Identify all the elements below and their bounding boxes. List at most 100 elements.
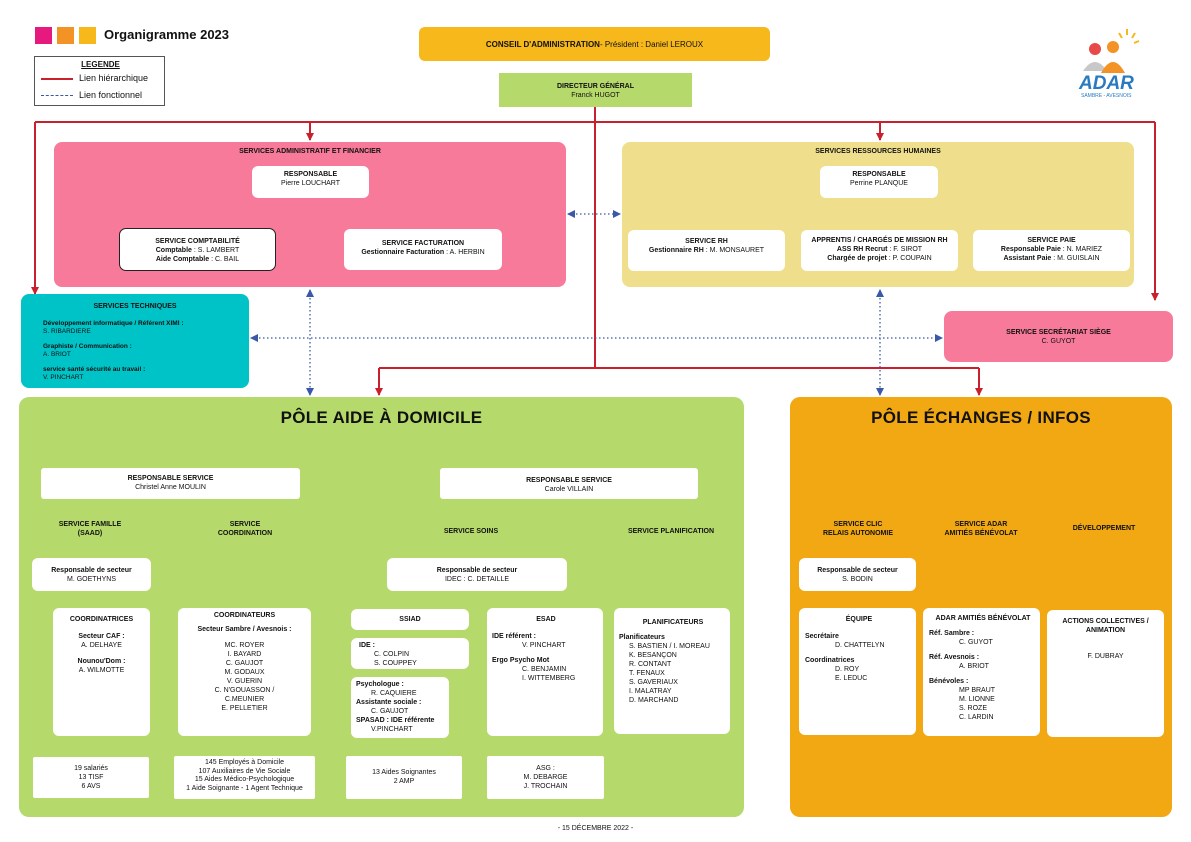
planif-name-2: R. CONTANT [629, 661, 672, 668]
b1-2: 6 AVS [81, 783, 101, 790]
actions-title-l1: ACTIONS COLLECTIVES / [1062, 618, 1149, 625]
dg-title: DIRECTEUR GÉNÉRAL [556, 83, 634, 90]
coordinateurs-name-3: M. GODAUX [224, 669, 265, 676]
ide-k: IDE : [359, 642, 375, 649]
service-famille-label: SERVICE FAMILLE (SAAD) [40, 520, 140, 538]
rs2-title: RESPONSABLE SERVICE [526, 477, 612, 484]
rsc-title: Responsable de secteur [817, 567, 898, 574]
esad-name-1: I. WITTEMBERG [522, 675, 576, 682]
compta-title: SERVICE COMPTABILITÉ [155, 238, 240, 245]
service-paie: SERVICE PAIE Responsable Paie : N. MARIE… [973, 230, 1130, 271]
pad-responsable-service-1: RESPONSABLE SERVICE Christel Anne MOULIN [41, 468, 300, 499]
legend-title: LEGENDE [81, 60, 120, 69]
coordinateurs-box: COORDINATEURS Secteur Sambre / Avesnois … [178, 608, 311, 736]
amities-name-1: M. LIONNE [959, 696, 995, 703]
ide-name-1: S. COUPPEY [374, 660, 417, 667]
amities-box: ADAR AMITIÉS BÉNÉVOLAT Réf. Sambre : C. … [923, 608, 1040, 736]
rsc-name: S. BODIN [842, 576, 873, 583]
coordinateurs-k1: Secteur Sambre / Avesnois : [197, 626, 292, 633]
esad-v1: V. PINCHART [522, 642, 566, 649]
app-v2: : P. COUPAIN [886, 255, 932, 262]
compta-k2: Aide Comptable [155, 256, 210, 263]
psy-k1: Psychologue : [356, 681, 404, 688]
b2-3: 1 Aide Soignante - 1 Agent Technique [186, 784, 303, 792]
equipe-k1: Secrétaire [805, 633, 839, 640]
coord-l1: SERVICE [229, 521, 261, 528]
rs1-name: Christel Anne MOULIN [135, 484, 206, 491]
coordinateurs-name-2: C. GAUJOT [225, 660, 264, 667]
service-planification-label: SERVICE PLANIFICATION [627, 528, 715, 535]
ssiad-psy: Psychologue : R. CAQUIERE Assistante soc… [351, 677, 449, 738]
rsf-title: Responsable de secteur [51, 567, 132, 574]
app-title: APPRENTIS / CHARGÉS DE MISSION RH [811, 237, 948, 244]
amities-k3: Bénévoles : [929, 678, 969, 685]
clic-l1: SERVICE CLIC [833, 521, 883, 528]
logo-tagline: SAMBRE - AVESNOIS [1081, 93, 1132, 99]
b2-0: 145 Employés à Domicile [205, 759, 284, 766]
ssiad-header: SSIAD [351, 609, 469, 630]
tech-l1: Développement informatique / Référent XI… [43, 320, 184, 327]
equipe-name-1: E. LEDUC [835, 675, 868, 682]
service-adar-label: SERVICE ADAR AMITIÉS BÉNÉVOLAT [926, 520, 1036, 538]
developpement-label: DÉVELOPPEMENT [1072, 525, 1136, 532]
amities-title: ADAR AMITIÉS BÉNÉVOLAT [935, 615, 1031, 622]
coord-l2: COORDINATION [217, 530, 273, 537]
legend-hier-label: Lien hiérarchique [79, 73, 149, 83]
directeur-general: DIRECTEUR GÉNÉRAL Franck HUGOT [499, 73, 692, 107]
pad-responsable-secteur-soins: Responsable de secteur IDEC : C. DETAILL… [387, 558, 567, 591]
coordinateurs-name-0: MC. ROYER [224, 642, 265, 649]
famille-l2: (SAAD) [77, 530, 103, 537]
equipe-box: ÉQUIPE Secrétaire D. CHATTELYN Coordinat… [799, 608, 916, 735]
b1-0: 19 salariés [74, 765, 108, 772]
ca-president: - Président : Daniel LEROUX [599, 39, 704, 49]
clic-l2: RELAIS AUTONOMIE [822, 530, 893, 537]
coordinateurs-name-5: C. N'GOUASSON / [214, 687, 275, 694]
rsf-name: M. GOETHYNS [66, 576, 116, 583]
equipe-v1: D. CHATTELYN [835, 642, 885, 649]
srh-title: SERVICES RESSOURCES HUMAINES [815, 148, 941, 155]
actions-title-l2: ANIMATION [1085, 627, 1126, 634]
adar-l2: AMITIÉS BÉNÉVOLAT [944, 530, 1018, 537]
amities-name-2: S. ROZE [959, 705, 988, 712]
coordinateurs-name-6: C.MEUNIER [224, 696, 265, 703]
fact-v1: : A. HERBIN [444, 249, 485, 256]
planificateurs-title: PLANIFICATEURS [642, 619, 704, 626]
psy-k3: SPASAD : IDE référente [356, 717, 435, 724]
b3-0: 13 Aides Soignantes [372, 769, 436, 776]
planif-name-5: I. MALATRAY [629, 688, 672, 695]
coordinatrices-v2: A. WILMOTTE [78, 667, 125, 674]
service-facturation: SERVICE FACTURATION Gestionnaire Factura… [344, 229, 502, 270]
effectif-esad: ASG : M. DEBARGE J. TROCHAIN [487, 756, 604, 799]
coordinateurs-name-7: E. PELLETIER [221, 705, 268, 712]
pad-responsable-secteur-famille: Responsable de secteur M. GOETHYNS [32, 558, 151, 591]
planif-name-0: S. BASTIEN / I. MOREAU [629, 643, 710, 650]
legend-func-swatch [41, 95, 73, 96]
apprentis-charges-mission: APPRENTIS / CHARGÉS DE MISSION RH ASS RH… [801, 230, 958, 271]
coordinatrices-k2: Nounou'Dom : [77, 658, 126, 665]
planif-name-6: D. MARCHAND [629, 697, 679, 704]
b3-1: 2 AMP [393, 778, 415, 785]
esad-title: ESAD [536, 616, 556, 623]
service-comptabilite: SERVICE COMPTABILITÉ Comptable : S. LAMB… [119, 228, 276, 271]
psy-v2: C. GAUJOT [371, 708, 409, 715]
actions-collectives-box: ACTIONS COLLECTIVES / ANIMATION F. DUBRA… [1047, 610, 1164, 737]
amities-k2: Réf. Avesnois : [929, 654, 980, 661]
logo-wordmark: ADAR [1079, 73, 1134, 94]
coordinatrices-v1: A. DELHAYE [81, 642, 122, 649]
compta-v2: : C. BAIL [209, 256, 240, 263]
b4-1: M. DEBARGE [523, 774, 568, 781]
ssiad-title: SSIAD [399, 616, 421, 623]
ssiad-ide: IDE : C. COLPIN S. COUPPEY [351, 638, 469, 669]
equipe-k2: Coordinatrices [805, 657, 855, 664]
rss-title: Responsable de secteur [436, 567, 518, 574]
app-v1: : F. SIROT [887, 246, 923, 253]
service-soins-label: SERVICE SOINS [443, 528, 499, 535]
b2-2: 15 Aides Médico-Psychologique [194, 776, 295, 783]
planificateurs-box: PLANIFICATEURS Planificateurs S. BASTIEN… [614, 608, 730, 734]
conseil-administration: CONSEIL D'ADMINISTRATION - Président : D… [419, 27, 770, 61]
compta-k1: Comptable [155, 247, 192, 254]
service-rh: SERVICE RH Gestionnaire RH : M. MONSAURE… [628, 230, 785, 271]
coordinatrices-box: COORDINATRICES Secteur CAF : A. DELHAYE … [53, 608, 150, 736]
psy-v1: R. CAQUIERE [371, 690, 417, 697]
legend: LEGENDE Lien hiérarchique Lien fonctionn… [34, 56, 165, 106]
